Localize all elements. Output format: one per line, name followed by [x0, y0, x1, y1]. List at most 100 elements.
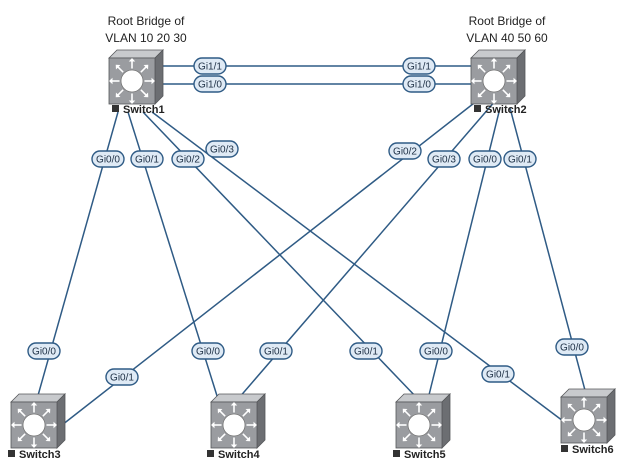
switch-name: Switch6 [572, 444, 614, 456]
port-label: Gi1/0 [193, 75, 227, 93]
port-label: Gi0/0 [555, 338, 589, 356]
port-label-text: Gi1/0 [407, 80, 431, 91]
switch-name: Switch1 [123, 104, 165, 116]
caption-right-line1: Root Bridge of [469, 14, 546, 28]
port-label: Gi0/2 [388, 142, 422, 160]
port-label-text: Gi0/0 [96, 155, 120, 166]
port-label-pill [468, 150, 502, 168]
port-label-pill [388, 142, 422, 160]
port-label-text: Gi0/1 [508, 155, 532, 166]
layer3-switch-icon [210, 393, 266, 449]
port-label: Gi0/0 [27, 342, 61, 360]
port-label: Gi0/3 [205, 140, 239, 158]
port-label-text: Gi0/1 [135, 155, 159, 166]
caption-left-line2: VLAN 10 20 30 [105, 31, 187, 45]
port-label: Gi0/1 [105, 368, 139, 386]
port-label-pill [27, 342, 61, 360]
port-label-pill [402, 57, 436, 75]
port-label-text: Gi0/3 [210, 145, 234, 156]
port-label-pill [193, 57, 227, 75]
switch-sw3[interactable]: Switch3 [8, 393, 66, 461]
port-label-text: Gi0/1 [110, 373, 134, 384]
layer3-switch-icon [560, 388, 616, 444]
layer3-switch-icon [395, 393, 451, 449]
port-label-text: Gi1/1 [198, 62, 222, 73]
switch-name: Switch5 [404, 449, 446, 461]
port-label-pill [419, 342, 453, 360]
label-square-marker [112, 105, 119, 112]
port-label-text: Gi0/1 [486, 370, 510, 381]
port-label: Gi1/1 [193, 57, 227, 75]
port-label: Gi0/1 [349, 342, 383, 360]
caption-left-line1: Root Bridge of [108, 14, 185, 28]
port-label-text: Gi0/1 [354, 347, 378, 358]
port-label-text: Gi0/1 [264, 347, 288, 358]
port-label: Gi1/1 [402, 57, 436, 75]
port-label-text: Gi0/0 [560, 343, 584, 354]
port-label: Gi0/1 [130, 150, 164, 168]
root-bridge-caption-right: Root Bridge of VLAN 40 50 60 [466, 14, 548, 45]
switch-sw1[interactable]: Switch1 [108, 49, 165, 116]
port-label-pill [349, 342, 383, 360]
port-label: Gi0/2 [171, 150, 205, 168]
switch-sw2[interactable]: Switch2 [470, 49, 527, 116]
switch-name: Switch2 [485, 104, 527, 116]
port-label-text: Gi0/0 [424, 347, 448, 358]
port-label-text: Gi0/0 [473, 155, 497, 166]
layer3-switch-icon [10, 393, 66, 449]
port-label-pill [91, 150, 125, 168]
port-label-pill [171, 150, 205, 168]
port-label-pill [205, 140, 239, 158]
switch-label: Switch3 [8, 449, 61, 461]
switch-label: Switch6 [561, 444, 614, 456]
port-label-text: Gi0/2 [393, 147, 417, 158]
layer3-switch-icon [470, 49, 526, 105]
port-label-pill [130, 150, 164, 168]
switch-name: Switch3 [19, 449, 61, 461]
label-square-marker [474, 105, 481, 112]
switch-sw4[interactable]: Switch4 [207, 393, 266, 461]
port-label-text: Gi1/1 [407, 62, 431, 73]
port-label: Gi0/0 [91, 150, 125, 168]
switch-label: Switch1 [112, 104, 165, 116]
port-label-pill [402, 75, 436, 93]
switch-label: Switch2 [474, 104, 527, 116]
label-square-marker [561, 445, 568, 452]
switch-name: Switch4 [218, 449, 260, 461]
caption-right-line2: VLAN 40 50 60 [466, 31, 548, 45]
label-square-marker [8, 450, 15, 457]
layer3-switch-icon [108, 49, 164, 105]
label-square-marker [393, 450, 400, 457]
port-label: Gi0/1 [503, 150, 537, 168]
port-label: Gi0/1 [481, 365, 515, 383]
port-label-pill [555, 338, 589, 356]
switch-label: Switch5 [393, 449, 446, 461]
port-label-pill [427, 150, 461, 168]
port-label-text: Gi0/2 [176, 155, 200, 166]
port-label-pill [191, 342, 225, 360]
port-label-pill [481, 365, 515, 383]
port-label-text: Gi0/0 [32, 347, 56, 358]
port-label-pill [259, 342, 293, 360]
port-label-pill [193, 75, 227, 93]
switch-label: Switch4 [207, 449, 260, 461]
port-label-text: Gi0/3 [432, 155, 456, 166]
switch-sw5[interactable]: Switch5 [393, 393, 451, 461]
port-label: Gi0/0 [191, 342, 225, 360]
port-label-text: Gi1/0 [198, 80, 222, 91]
port-label: Gi0/0 [468, 150, 502, 168]
root-bridge-caption-left: Root Bridge of VLAN 10 20 30 [105, 14, 187, 45]
switch-sw6[interactable]: Switch6 [560, 388, 616, 456]
port-label: Gi1/0 [402, 75, 436, 93]
port-label-pill [105, 368, 139, 386]
port-label-text: Gi0/0 [196, 347, 220, 358]
label-square-marker [207, 450, 214, 457]
port-label: Gi0/0 [419, 342, 453, 360]
port-label: Gi0/1 [259, 342, 293, 360]
port-label: Gi0/3 [427, 150, 461, 168]
port-label-pill [503, 150, 537, 168]
